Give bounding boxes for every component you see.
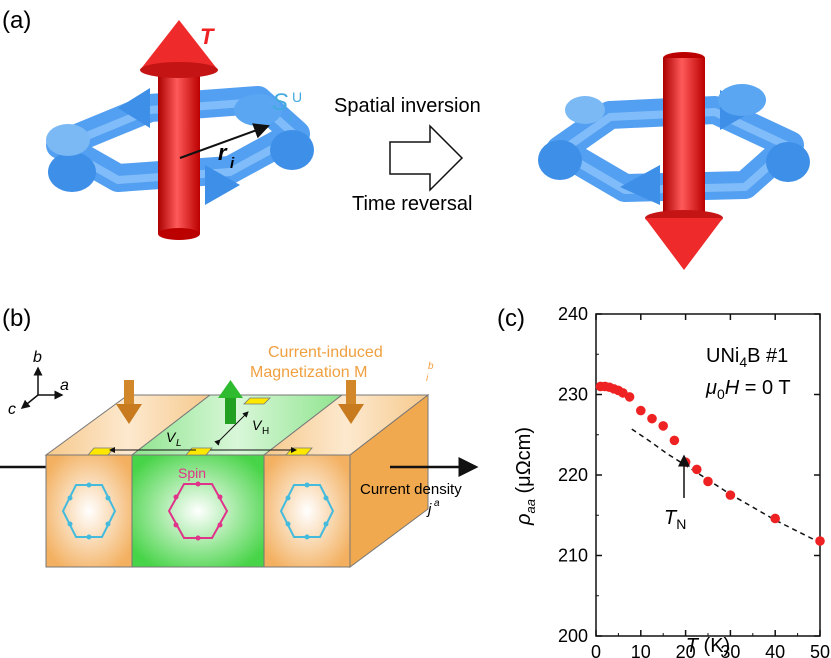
vh-sub: H — [262, 426, 269, 437]
magnetization-sub: i — [426, 373, 429, 384]
resistivity-chart: 0 10 20 30 40 50 200 210 220 230 240 — [558, 304, 830, 658]
magnetization-line1: Current-induced — [268, 344, 383, 361]
magnetization-arrow-right — [338, 380, 364, 424]
magnetization-sup: b — [428, 361, 434, 372]
magnetization-line2: Magnetization M — [250, 364, 367, 381]
y-axis-label: ρaa (μΩcm) — [513, 427, 538, 526]
panel-c-label: (c) — [497, 305, 525, 332]
vh-arrow — [214, 411, 249, 446]
x-tick-label: 40 — [765, 642, 785, 658]
front-face-right — [263, 454, 351, 568]
spin-label: S — [272, 89, 288, 116]
data-point — [647, 413, 657, 424]
data-point — [669, 435, 680, 446]
magnetization-arrow-left — [116, 380, 142, 424]
axis-b-label: b — [33, 349, 42, 366]
vl-label: V — [166, 429, 177, 445]
panel-a-label: (a) — [2, 7, 31, 34]
spin-sup: U — [292, 89, 302, 105]
r-label: r — [218, 140, 228, 165]
transform-arrow — [389, 124, 464, 192]
t-label: T — [200, 24, 215, 49]
x-tick-label: 0 — [591, 642, 601, 658]
data-point — [680, 457, 691, 467]
current-j-sup: a — [434, 498, 440, 509]
field-label: μ0H = 0 T — [705, 377, 791, 402]
r-vector-arrow — [179, 123, 270, 159]
current-label: Current density — [360, 481, 462, 498]
axis-triad — [20, 366, 64, 409]
spin-hexagon-left — [61, 484, 117, 538]
spin-hexagon-center — [167, 483, 229, 539]
axis-a-label: a — [60, 377, 69, 394]
spin-text: Spin — [178, 465, 206, 481]
x-tick-label: 20 — [676, 642, 696, 658]
x-axis-label: T (K) — [686, 635, 730, 657]
magnetization-arrow-center — [218, 380, 243, 424]
front-face-left — [45, 454, 133, 568]
spin-hexagon-right — [279, 484, 335, 538]
t-arrow-up — [140, 20, 218, 240]
data-point — [624, 392, 635, 402]
x-tick-label: 30 — [720, 642, 740, 658]
data-point — [658, 421, 668, 431]
y-tick-label: 210 — [558, 546, 588, 566]
data-point — [815, 536, 825, 546]
y-tick-label: 240 — [558, 304, 588, 324]
spin-ring-right — [538, 84, 810, 205]
t-arrow-down — [645, 52, 723, 270]
panel-b-label: (b) — [2, 305, 31, 332]
data-point — [636, 405, 646, 416]
tn-label: TN — [664, 507, 686, 532]
spin-ring-left — [46, 86, 314, 205]
r-sub: i — [230, 155, 235, 172]
vl-sub: L — [176, 438, 182, 449]
data-point — [725, 490, 736, 500]
time-reversal-label: Time reversal — [352, 193, 472, 215]
vh-label: V — [252, 417, 263, 433]
spatial-inversion-label: Spatial inversion — [334, 95, 481, 117]
spin-sub: i — [289, 109, 293, 125]
sample-label: UNi4B #1 — [706, 345, 788, 370]
voltage-contacts — [87, 397, 313, 456]
data-point — [703, 476, 713, 487]
spin-arrowhead — [205, 165, 240, 205]
x-tick-label: 10 — [631, 642, 651, 658]
current-j: j — [426, 501, 432, 518]
axis-c-label: c — [8, 401, 16, 418]
fit-curve — [631, 428, 821, 544]
x-tick-label: 50 — [810, 642, 830, 658]
y-tick-label: 220 — [558, 465, 588, 485]
data-point — [770, 513, 780, 524]
y-tick-label: 200 — [558, 626, 588, 646]
data-point — [692, 464, 702, 475]
y-tick-label: 230 — [558, 385, 588, 405]
